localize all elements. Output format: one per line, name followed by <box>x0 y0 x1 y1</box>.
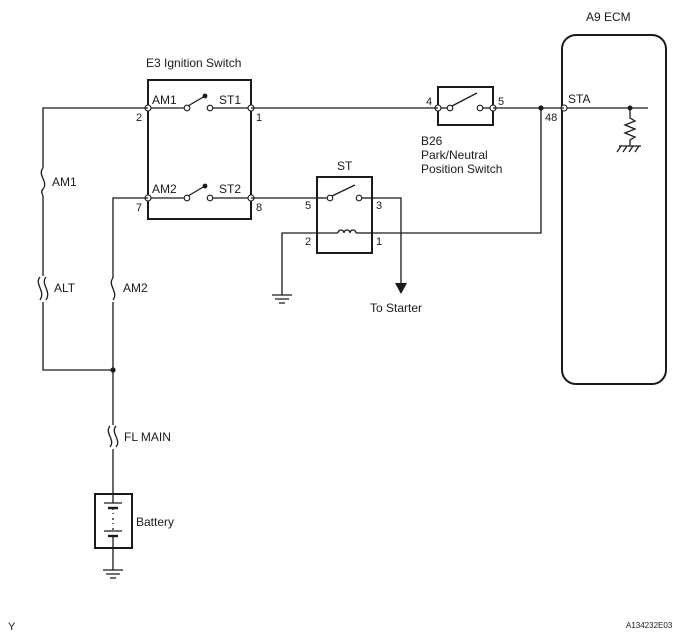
pn-contact-left <box>446 104 454 112</box>
ignition-am2-label: AM2 <box>152 182 177 196</box>
fuse-fl-main-label: FL MAIN <box>124 430 171 444</box>
fuse-am1-label: AM1 <box>52 175 77 189</box>
ecm-module: A9 ECM STA 48 <box>545 10 667 385</box>
st-pin-3: 3 <box>376 200 382 212</box>
ignition-am1-blade <box>187 95 206 107</box>
fuse-alt: ALT <box>36 276 76 302</box>
to-starter-label: To Starter <box>370 301 422 315</box>
ignition-am2-contact <box>183 194 191 202</box>
corner-left-label: Y <box>8 621 16 633</box>
fuse-am1: AM1 <box>38 167 77 197</box>
fuse-fl-main-gap <box>106 425 120 449</box>
ignition-am2-knob <box>202 183 208 189</box>
to-starter-arrow-icon <box>395 283 407 294</box>
wire-coil-to-ground <box>281 232 317 295</box>
ecm-title: A9 ECM <box>586 10 631 24</box>
ecm-terminal-name: STA <box>568 92 590 106</box>
figure-id-label: A134232E03 <box>626 621 673 630</box>
ignition-st1-label: ST1 <box>219 93 241 107</box>
ecm-resistor <box>623 108 637 146</box>
ecm-pin-48: 48 <box>545 112 557 124</box>
st-blade <box>331 184 356 197</box>
ignition-am1-label: AM1 <box>152 93 177 107</box>
battery: Battery <box>94 493 174 549</box>
ignition-st1-contact <box>206 104 214 112</box>
fuse-fl-main: FL MAIN <box>106 425 171 449</box>
ignition-am1-contact <box>183 104 191 112</box>
st-pin-2: 2 <box>305 236 311 248</box>
battery-ground-symbol <box>103 569 123 579</box>
ignition-switch-title: E3 Ignition Switch <box>146 56 241 70</box>
pn-pin-5: 5 <box>498 96 504 108</box>
fuse-am2-icon <box>110 277 116 301</box>
st-contact-right <box>355 194 363 202</box>
ecm-box <box>561 34 667 385</box>
fuse-am2: AM2 <box>108 277 148 302</box>
fuse-alt-gap <box>36 276 50 302</box>
ignition-switch: E3 Ignition Switch AM1 ST1 AM2 ST2 2 1 7… <box>136 56 262 220</box>
wire-am1-alt-column <box>42 107 148 371</box>
wiring <box>42 105 564 579</box>
ignition-st2-label: ST2 <box>219 182 241 196</box>
ignition-pin-2: 2 <box>136 112 142 124</box>
st-relay-title: ST <box>337 159 353 173</box>
ignition-am1-knob <box>202 93 208 99</box>
pn-label-line1: Park/Neutral <box>421 148 488 162</box>
pn-blade <box>451 92 478 107</box>
wire-relay-to-starter <box>372 197 402 283</box>
fuse-am1-icon <box>40 167 46 197</box>
st-pin-5: 5 <box>305 200 311 212</box>
st-pin-1: 1 <box>376 236 382 248</box>
st-contact-left <box>326 194 334 202</box>
battery-label: Battery <box>136 515 174 529</box>
ignition-switch-box <box>147 79 252 220</box>
ignition-pin-8: 8 <box>256 202 262 214</box>
fuse-fl-main-icon <box>107 425 119 448</box>
pn-pin-4: 4 <box>426 96 432 108</box>
ecm-ground-symbol <box>616 145 641 153</box>
park-neutral-switch-box <box>437 86 494 126</box>
park-neutral-switch: 4 5 B26 Park/Neutral Position Switch <box>421 86 504 176</box>
relay-ground-symbol <box>272 294 292 304</box>
ignition-am2-blade <box>187 185 206 197</box>
junction-main <box>110 367 116 373</box>
wire-am2-column <box>112 197 148 440</box>
fuse-am1-gap <box>38 168 48 196</box>
ignition-st2-contact <box>206 194 214 202</box>
pn-code: B26 <box>421 134 443 148</box>
ignition-pin-1: 1 <box>256 112 262 124</box>
fuse-alt-label: ALT <box>54 281 76 295</box>
wire-sta-to-coil <box>372 108 542 234</box>
fuse-am2-label: AM2 <box>123 281 148 295</box>
st-relay-box <box>316 176 373 254</box>
st-relay: ST 5 3 2 1 <box>305 159 382 254</box>
pn-label-line2: Position Switch <box>421 162 502 176</box>
st-coil-winding <box>337 229 357 234</box>
fuse-alt-icon <box>37 276 49 301</box>
ignition-pin-7: 7 <box>136 202 142 214</box>
pn-contact-right <box>476 104 484 112</box>
